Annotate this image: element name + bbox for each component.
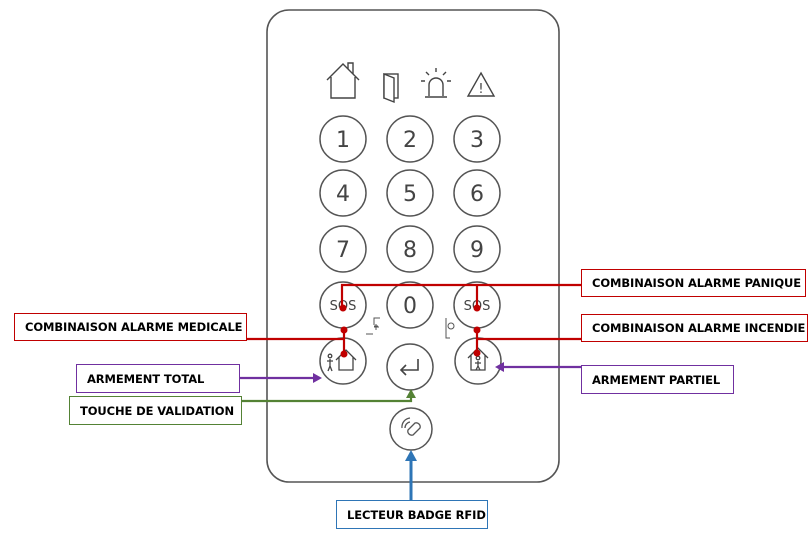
key-label-6: 6	[470, 182, 484, 207]
key-grid: 123456789SOS0SOS	[319, 115, 501, 329]
key-4[interactable]	[319, 169, 367, 217]
key-0[interactable]	[386, 281, 434, 329]
validation-arrow	[242, 389, 416, 403]
key-label-5: 5	[403, 182, 417, 207]
panic-dot-left	[339, 304, 347, 312]
warning-icon	[466, 71, 496, 97]
key-1[interactable]	[319, 115, 367, 163]
key-7[interactable]	[319, 225, 367, 273]
full-arm-arrow	[240, 373, 322, 383]
rfid-arrow	[405, 450, 417, 500]
fire-dot-bottom	[473, 349, 481, 357]
door-icon	[383, 72, 399, 104]
panic-dot-right	[473, 304, 481, 312]
panic-combination-label: COMBINAISON ALARME PANIQUE	[581, 269, 806, 297]
full-arm-icon	[327, 349, 357, 372]
full-arm-label: ARMEMENT TOTAL	[76, 364, 240, 393]
partial-arm-label: ARMEMENT PARTIEL	[581, 365, 734, 394]
validation-key-label: TOUCHE DE VALIDATION	[69, 396, 242, 425]
fire-combination-label: COMBINAISON ALARME INCENDIE	[581, 314, 808, 342]
rfid-reader[interactable]	[389, 407, 433, 451]
rfid-reader-label: LECTEUR BADGE RFID	[336, 500, 488, 529]
rfid-badge-icon	[401, 417, 421, 436]
medical-dot-top	[340, 326, 348, 334]
key-label-7: 7	[336, 238, 350, 263]
enter-key[interactable]	[386, 343, 434, 391]
partial-arm-arrow	[495, 362, 581, 372]
medical-dot-bottom	[340, 350, 348, 358]
key-label-9: 9	[470, 238, 484, 263]
key-8[interactable]	[386, 225, 434, 273]
enter-icon	[399, 359, 419, 376]
medical-combination-label: COMBINAISON ALARME MEDICALE	[14, 313, 247, 341]
key-label-1: 1	[336, 128, 350, 153]
key-label-2: 2	[403, 128, 417, 153]
fire-symbol-icon	[445, 318, 455, 339]
key-label-0: 0	[403, 294, 417, 319]
fire-dot-top	[473, 326, 481, 334]
key-3[interactable]	[453, 115, 501, 163]
key-label-4: 4	[336, 182, 350, 207]
warning-mark: !	[478, 82, 483, 97]
key-label-3: 3	[470, 128, 484, 153]
key-label-8: 8	[403, 238, 417, 263]
medical-cross-icon	[366, 317, 380, 335]
panic-connector	[340, 283, 581, 307]
key-5[interactable]	[386, 169, 434, 217]
siren-icon	[421, 68, 451, 98]
key-6[interactable]	[453, 169, 501, 217]
key-2[interactable]	[386, 115, 434, 163]
home-icon	[326, 62, 360, 99]
key-9[interactable]	[453, 225, 501, 273]
